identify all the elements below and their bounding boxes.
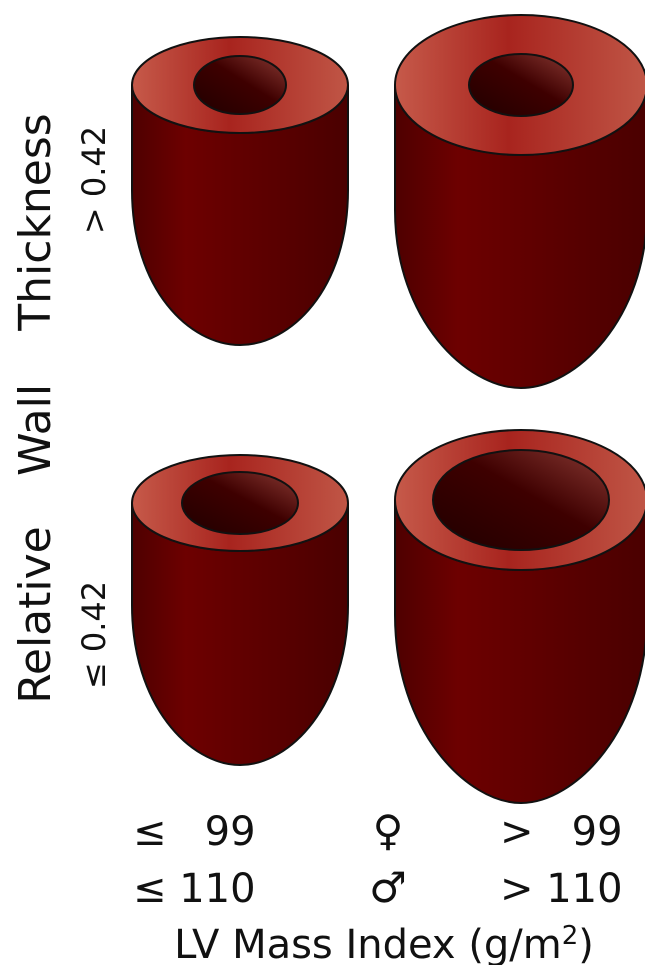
heart-top-left xyxy=(132,37,348,345)
y-title-word-wall: Wall xyxy=(10,384,61,476)
female-symbol-icon: ♀ xyxy=(373,806,404,855)
row-label-lower: ≤ 0.42 xyxy=(75,581,113,689)
x-title-close: ) xyxy=(578,922,594,965)
heart-top-right xyxy=(395,15,645,388)
male-symbol-icon: ♂ xyxy=(369,863,407,912)
x-title-main: LV Mass Index (g/m xyxy=(174,922,562,965)
x-title-superscript: 2 xyxy=(562,921,579,951)
right-col-female-threshold: > 99 xyxy=(500,809,623,855)
heart-cavity xyxy=(469,54,573,116)
y-title-word-relative: Relative xyxy=(10,526,61,703)
left-col-male-threshold: ≤ 110 xyxy=(133,866,256,912)
x-axis-title: LV Mass Index (g/m2) xyxy=(174,921,594,965)
column-labels: ≤ 99 ≤ 110 ♀ ♂ > 99 > 110 xyxy=(133,806,623,912)
heart-cavity xyxy=(194,56,286,114)
y-title-word-thickness: Thickness xyxy=(10,113,61,331)
heart-cavity xyxy=(182,472,298,534)
heart-bottom-right xyxy=(395,430,645,803)
right-col-male-threshold: > 110 xyxy=(500,866,623,912)
y-axis-title: Relative Wall Thickness xyxy=(10,113,61,703)
heart-cavity xyxy=(433,450,609,550)
row-label-upper: > 0.42 xyxy=(75,126,113,234)
heart-bottom-left xyxy=(132,455,348,765)
left-col-female-threshold: ≤ 99 xyxy=(133,809,256,855)
